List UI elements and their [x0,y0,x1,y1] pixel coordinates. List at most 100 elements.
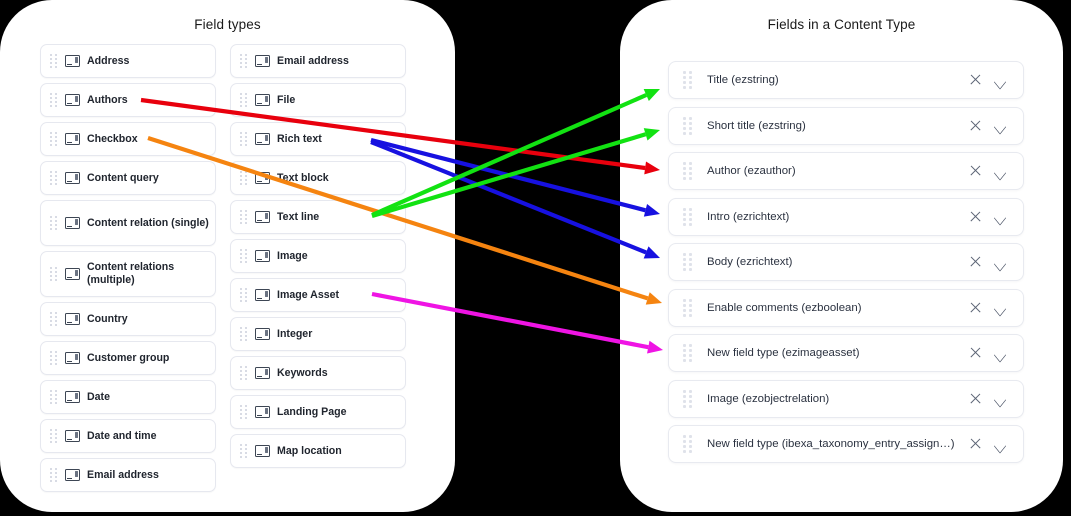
drag-handle-icon[interactable] [50,132,60,146]
field-type-row[interactable]: Email address [40,458,216,492]
close-icon[interactable] [965,297,987,319]
content-type-field-label: New field type (ezimageasset) [707,347,860,359]
drag-handle-icon[interactable] [50,351,60,365]
close-icon[interactable] [965,251,987,273]
field-type-icon [255,211,270,223]
drag-handle-icon[interactable] [683,116,695,135]
drag-handle-icon[interactable] [240,93,250,107]
field-type-row[interactable]: Image Asset [230,278,406,312]
content-type-field-row[interactable]: Short title (ezstring) [668,106,1024,145]
field-type-row[interactable]: Landing Page [230,395,406,429]
field-type-row[interactable]: Date and time [40,419,216,453]
content-type-field-label: Title (ezstring) [707,74,779,86]
field-type-label: Customer group [87,351,170,364]
chevron-down-icon[interactable] [989,206,1011,228]
field-type-row[interactable]: Date [40,380,216,414]
field-type-row[interactable]: Integer [230,317,406,351]
content-type-field-row[interactable]: Enable comments (ezboolean) [668,288,1024,327]
close-icon[interactable] [965,160,987,182]
drag-handle-icon[interactable] [240,366,250,380]
field-type-icon [255,406,270,418]
close-icon[interactable] [965,433,987,455]
field-type-row[interactable]: Image [230,239,406,273]
drag-handle-icon[interactable] [50,429,60,443]
chevron-down-icon[interactable] [989,115,1011,137]
drag-handle-icon[interactable] [240,171,250,185]
drag-handle-icon[interactable] [240,288,250,302]
field-type-icon [255,133,270,145]
chevron-down-icon[interactable] [989,69,1011,91]
chevron-down-icon[interactable] [989,251,1011,273]
drag-handle-icon[interactable] [240,249,250,263]
drag-handle-icon[interactable] [240,132,250,146]
chevron-down-icon[interactable] [989,388,1011,410]
content-type-field-row[interactable]: New field type (ezimageasset) [668,334,1024,372]
field-type-label: Content relation (single) [87,216,209,229]
field-type-row[interactable]: Content relations (multiple) [40,251,216,297]
field-type-row[interactable]: Map location [230,434,406,468]
field-type-row[interactable]: Address [40,44,216,78]
field-type-label: Content query [87,171,159,184]
field-type-row[interactable]: Checkbox [40,122,216,156]
chevron-down-icon[interactable] [989,297,1011,319]
field-type-icon [255,289,270,301]
close-icon[interactable] [965,342,987,364]
field-type-label: Email address [87,468,159,481]
drag-handle-icon[interactable] [50,468,60,482]
close-icon[interactable] [965,206,987,228]
content-type-field-label: Intro (ezrichtext) [707,210,790,223]
chevron-down-icon[interactable] [989,433,1011,455]
content-type-field-row[interactable]: Body (ezrichtext) [668,243,1024,281]
field-type-row[interactable]: Email address [230,44,406,78]
drag-handle-icon[interactable] [50,54,60,68]
field-type-icon [255,250,270,262]
content-type-field-row[interactable]: Intro (ezrichtext) [668,197,1024,236]
field-type-row[interactable]: Authors [40,83,216,117]
drag-handle-icon[interactable] [240,405,250,419]
field-type-row[interactable]: Content relation (single) [40,200,216,246]
field-type-row[interactable]: Keywords [230,356,406,390]
content-type-field-row[interactable]: Image (ezobjectrelation) [668,379,1024,418]
field-type-row[interactable]: Text line [230,200,406,234]
drag-handle-icon[interactable] [683,207,695,226]
drag-handle-icon[interactable] [50,312,60,326]
field-type-row[interactable]: Country [40,302,216,336]
field-type-label: Keywords [277,366,328,379]
drag-handle-icon[interactable] [683,162,695,180]
field-type-icon [65,430,80,442]
drag-handle-icon[interactable] [683,344,695,362]
field-type-row[interactable]: Text block [230,161,406,195]
drag-handle-icon[interactable] [50,171,60,185]
close-icon[interactable] [965,69,987,91]
field-type-row[interactable]: Content query [40,161,216,195]
drag-handle-icon[interactable] [683,435,695,453]
content-type-field-row[interactable]: New field type (ibexa_taxonomy_entry_ass… [668,425,1024,463]
drag-handle-icon[interactable] [683,298,695,317]
drag-handle-icon[interactable] [240,210,250,224]
drag-handle-icon[interactable] [50,93,60,107]
close-icon[interactable] [965,115,987,137]
field-type-icon [65,55,80,67]
chevron-down-icon[interactable] [989,160,1011,182]
close-icon[interactable] [965,388,987,410]
drag-handle-icon[interactable] [683,253,695,271]
field-type-row[interactable]: File [230,83,406,117]
drag-handle-icon[interactable] [50,267,60,281]
field-type-icon [65,469,80,481]
drag-handle-icon[interactable] [240,54,250,68]
drag-handle-icon[interactable] [683,389,695,408]
content-type-field-label: Image (ezobjectrelation) [707,392,830,405]
content-type-field-row[interactable]: Title (ezstring) [668,61,1024,99]
field-type-row[interactable]: Customer group [40,341,216,375]
drag-handle-icon[interactable] [50,390,60,404]
content-type-field-row[interactable]: Author (ezauthor) [668,152,1024,190]
chevron-down-icon[interactable] [989,342,1011,364]
drag-handle-icon[interactable] [683,71,695,89]
field-type-row[interactable]: Rich text [230,122,406,156]
drag-handle-icon[interactable] [240,444,250,458]
drag-handle-icon[interactable] [50,216,60,230]
field-type-label: Landing Page [277,405,347,418]
drag-handle-icon[interactable] [240,327,250,341]
